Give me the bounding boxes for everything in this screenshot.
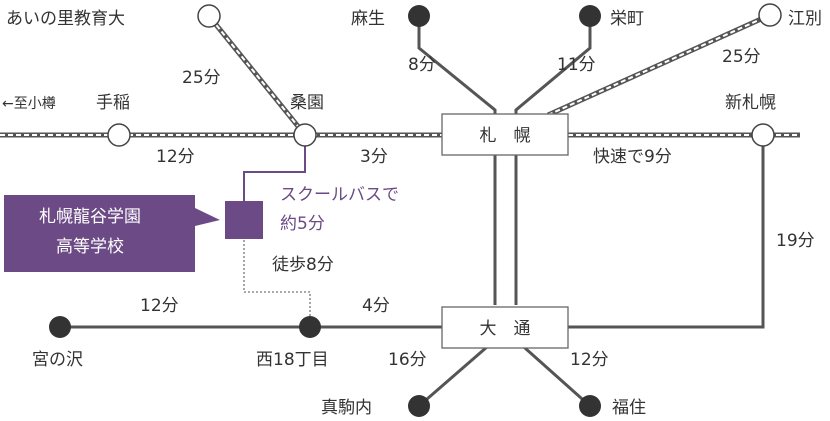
fukuzumi-station-label: 福住 xyxy=(612,398,646,418)
miyanosawa-station-marker xyxy=(49,316,71,338)
jr-chitose-branch-line xyxy=(546,12,772,118)
teine-station-label: 手稲 xyxy=(96,93,130,113)
ebetsu-station-marker xyxy=(758,3,782,27)
jr-gakuentoshi-line xyxy=(207,14,307,137)
time-sakaemachi-sapporo: 11分 xyxy=(557,55,596,75)
time-teine-soen: 12分 xyxy=(156,147,195,167)
shin-sapporo-station-label: 新札幌 xyxy=(725,93,776,113)
soen-station-label: 桑園 xyxy=(290,93,324,113)
makomanai-station-label: 真駒内 xyxy=(321,398,372,418)
asabu-station-label: 麻生 xyxy=(351,9,385,29)
time-shinsapporo-odori: 19分 xyxy=(776,231,815,251)
aino-station-label: あいの里教育大 xyxy=(6,9,125,29)
fukuzumi-station-marker xyxy=(579,395,601,417)
walking-route xyxy=(243,240,311,318)
miyanosawa-station-label: 宮の沢 xyxy=(32,350,83,370)
time-sapporo-shinsapporo: 快速で9分 xyxy=(593,147,672,167)
sapporo-station-box: 札 幌 xyxy=(441,113,569,156)
school-callout: 札幌龍谷学園 高等学校 xyxy=(4,195,220,272)
subway-lines-south xyxy=(60,135,765,408)
nishi18-station-label: 西18丁目 xyxy=(256,350,329,370)
time-nishi18-odori: 4分 xyxy=(362,296,390,316)
time-fukuzumi-odori: 12分 xyxy=(570,350,609,370)
sapporo-station-label: 札 幌 xyxy=(480,126,531,146)
aino-station-marker xyxy=(197,4,221,28)
time-makomanai-odori: 16分 xyxy=(388,350,427,370)
time-ebetsu-sapporo: 25分 xyxy=(722,47,761,67)
sakaemachi-station-label: 栄町 xyxy=(610,9,644,29)
time-asabu-sapporo: 8分 xyxy=(408,55,436,75)
shin-sapporo-station-marker xyxy=(751,123,775,147)
subway-nanboku-line xyxy=(417,16,497,305)
ebetsu-station-label: 江別 xyxy=(788,9,822,29)
school-bus-route xyxy=(243,145,306,205)
asabu-station-marker xyxy=(408,5,430,27)
time-miyanosawa-nishi18: 12分 xyxy=(140,296,179,316)
school-name-line2: 高等学校 xyxy=(56,237,124,257)
teine-station-marker xyxy=(107,123,131,147)
time-aino-soen: 25分 xyxy=(182,68,221,88)
time-soen-sapporo: 3分 xyxy=(360,147,388,167)
school-bus-label-line2: 約5分 xyxy=(280,214,325,234)
odori-station-label: 大 通 xyxy=(480,319,531,339)
nishi18-station-marker xyxy=(299,316,321,338)
odori-station-box: 大 通 xyxy=(441,306,569,349)
sakaemachi-station-marker xyxy=(579,5,601,27)
school-marker xyxy=(225,201,263,239)
walk-time-label: 徒歩8分 xyxy=(272,255,334,275)
school-bus-label-line1: スクールバスで xyxy=(280,185,399,205)
makomanai-station-marker xyxy=(408,395,430,417)
subway-toho-line xyxy=(514,16,592,305)
school-name-line1: 札幌龍谷学園 xyxy=(39,207,141,227)
direction-otaru-label: ←至小樽 xyxy=(2,95,56,112)
soen-station-marker xyxy=(293,123,317,147)
